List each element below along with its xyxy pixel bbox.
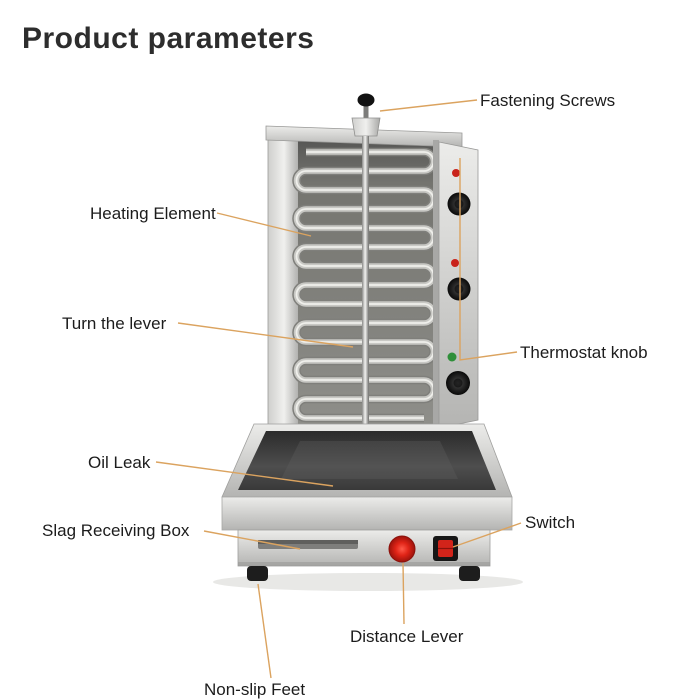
indicator-light-red-top	[452, 169, 460, 177]
label-thermostat-knob: Thermostat knob	[520, 343, 648, 362]
leader-heating-element	[216, 212, 312, 237]
panel-divider	[433, 140, 439, 430]
label-non-slip-feet: Non-slip Feet	[204, 680, 306, 699]
ground-shadow	[213, 573, 523, 591]
control-panel	[438, 141, 479, 429]
leader-oil-leak	[155, 461, 334, 487]
label-oil-leak: Oil Leak	[88, 453, 151, 472]
base-front	[221, 496, 513, 531]
oil-tray	[238, 431, 496, 490]
fastening-screw	[351, 93, 381, 137]
leader-lines	[155, 99, 522, 679]
label-switch: Switch	[525, 513, 576, 532]
label-distance-lever: Distance Lever	[350, 627, 464, 646]
page-title: Product parameters	[22, 22, 315, 55]
leader-distance-lever	[402, 562, 405, 625]
label-slag-receiving-box: Slag Receiving Box	[42, 521, 190, 540]
leader-switch	[452, 522, 522, 548]
leader-thermostat-knob	[459, 158, 518, 361]
leader-non-slip-feet	[257, 583, 272, 679]
non-slip-feet	[247, 566, 480, 581]
distance-lever-button[interactable]	[388, 535, 416, 563]
indicator-light-red-mid	[451, 259, 459, 267]
label-turn-the-lever: Turn the lever	[62, 314, 167, 333]
leader-turn-lever	[177, 322, 354, 348]
power-switch[interactable]	[433, 536, 458, 561]
label-heating-element: Heating Element	[90, 204, 216, 223]
label-fastening-screws: Fastening Screws	[480, 91, 616, 110]
leader-slag-box	[203, 530, 301, 550]
leader-fastening-screws	[379, 99, 478, 112]
base	[221, 423, 513, 531]
indicator-light-green	[447, 352, 457, 362]
